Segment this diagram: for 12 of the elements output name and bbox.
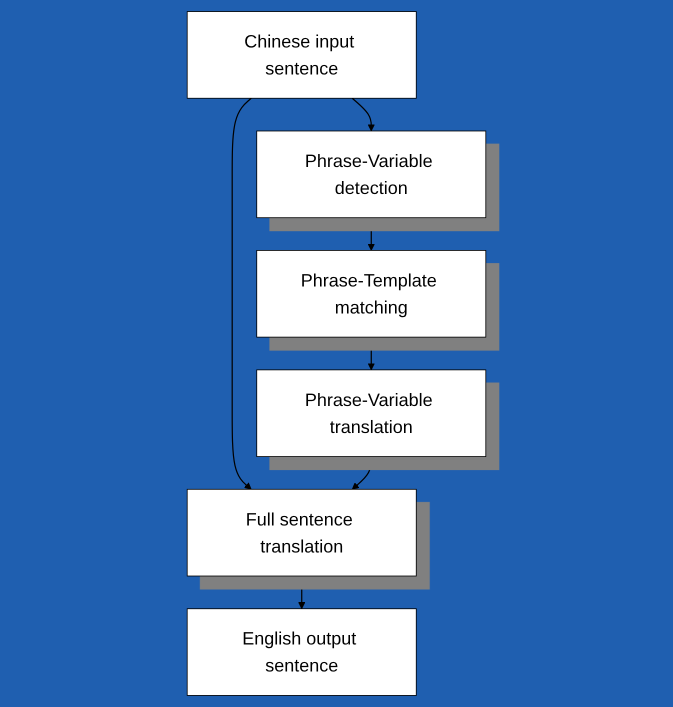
arrow xyxy=(352,456,372,490)
node-box: Full sentence translation xyxy=(186,488,417,576)
node-box: Phrase-Variable detection xyxy=(256,130,486,218)
node-box: English output sentence xyxy=(186,608,417,696)
arrow xyxy=(368,218,375,251)
node-box: Phrase-Template matching xyxy=(256,250,486,338)
arrow xyxy=(368,337,375,370)
arrow xyxy=(352,98,375,132)
node-box: Chinese input sentence xyxy=(186,11,417,99)
arrow xyxy=(298,576,306,610)
node-box: Phrase-Variable translation xyxy=(256,369,486,457)
arrow xyxy=(232,98,252,490)
